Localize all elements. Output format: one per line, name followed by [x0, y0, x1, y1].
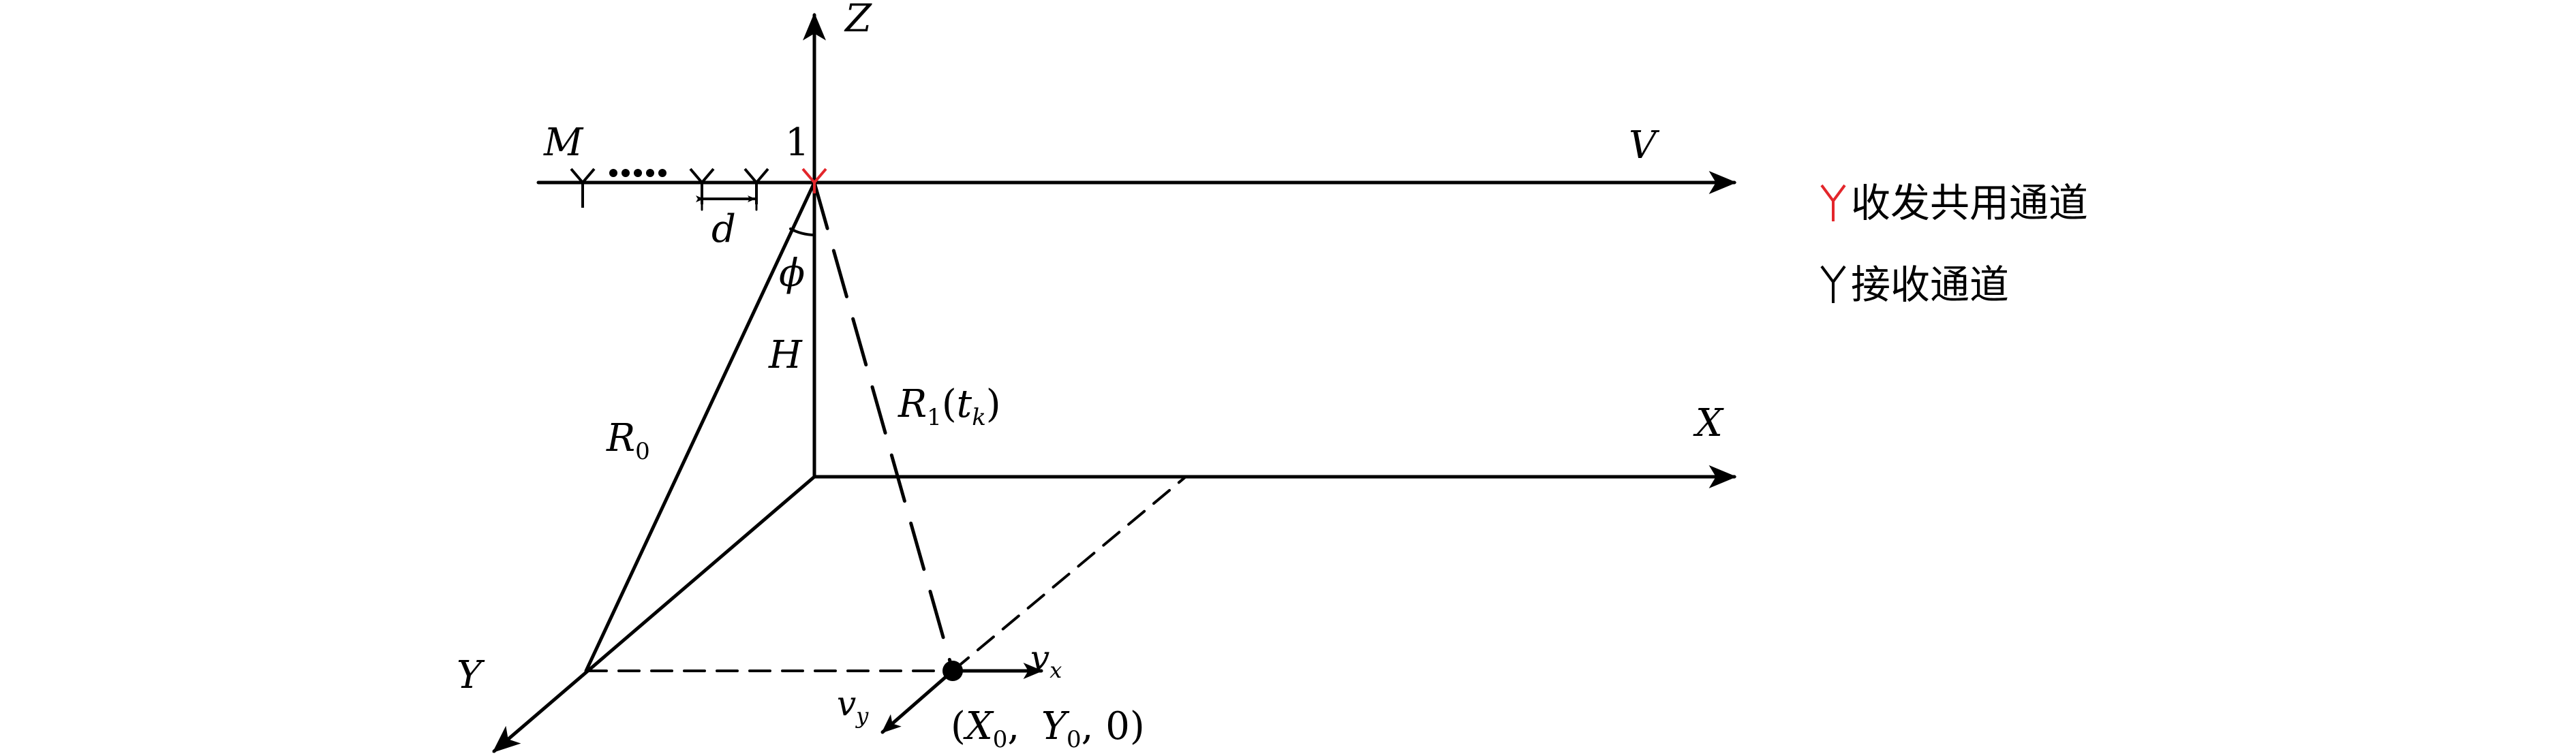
antenna-icon	[1820, 184, 1846, 221]
legend-item-transceiver: 收发共用通道	[1820, 180, 2088, 226]
transceiver-antenna-1	[801, 168, 827, 193]
slant-range-r1	[812, 180, 955, 673]
v-axis-label: V	[1629, 123, 1660, 168]
array-ellipsis-dots	[609, 169, 666, 177]
slant-range-r0-label: R0	[606, 416, 650, 465]
velocity-vx-label: vx	[1030, 638, 1062, 683]
x-axis-label: X	[1693, 401, 1724, 445]
array-1-label: 1	[785, 121, 810, 165]
velocity-vy-label: vy	[837, 684, 869, 729]
y-axis-label: Y	[457, 653, 485, 697]
legend-item-receive: 接收通道	[1820, 262, 2009, 308]
angle-phi-arc	[789, 227, 816, 236]
z-axis-label: Z	[844, 0, 872, 41]
legend-label-transceiver: 收发共用通道	[1851, 180, 2088, 226]
target-point	[942, 661, 963, 681]
y-axis	[492, 475, 816, 753]
velocity-vy-arrow	[880, 669, 955, 734]
angle-phi-label: ϕ	[779, 251, 805, 296]
receive-antenna-m	[570, 168, 596, 208]
target-coordinates-label: (X0, Y0, 0)	[951, 704, 1145, 753]
array-m-label: M	[543, 121, 584, 165]
antenna-icon	[1820, 265, 1846, 303]
slant-range-r1-label: R1(tk)	[898, 382, 1001, 431]
height-h-label: H	[768, 333, 803, 377]
spacing-d-label: d	[711, 207, 736, 251]
slant-range-r0	[584, 180, 816, 673]
receive-antenna-3	[689, 168, 715, 204]
ground-projection-x	[951, 475, 1187, 672]
legend-label-receive: 接收通道	[1851, 262, 2009, 308]
legend: 收发共用通道 接收通道	[1820, 180, 2088, 308]
receive-antenna-2	[743, 168, 769, 204]
